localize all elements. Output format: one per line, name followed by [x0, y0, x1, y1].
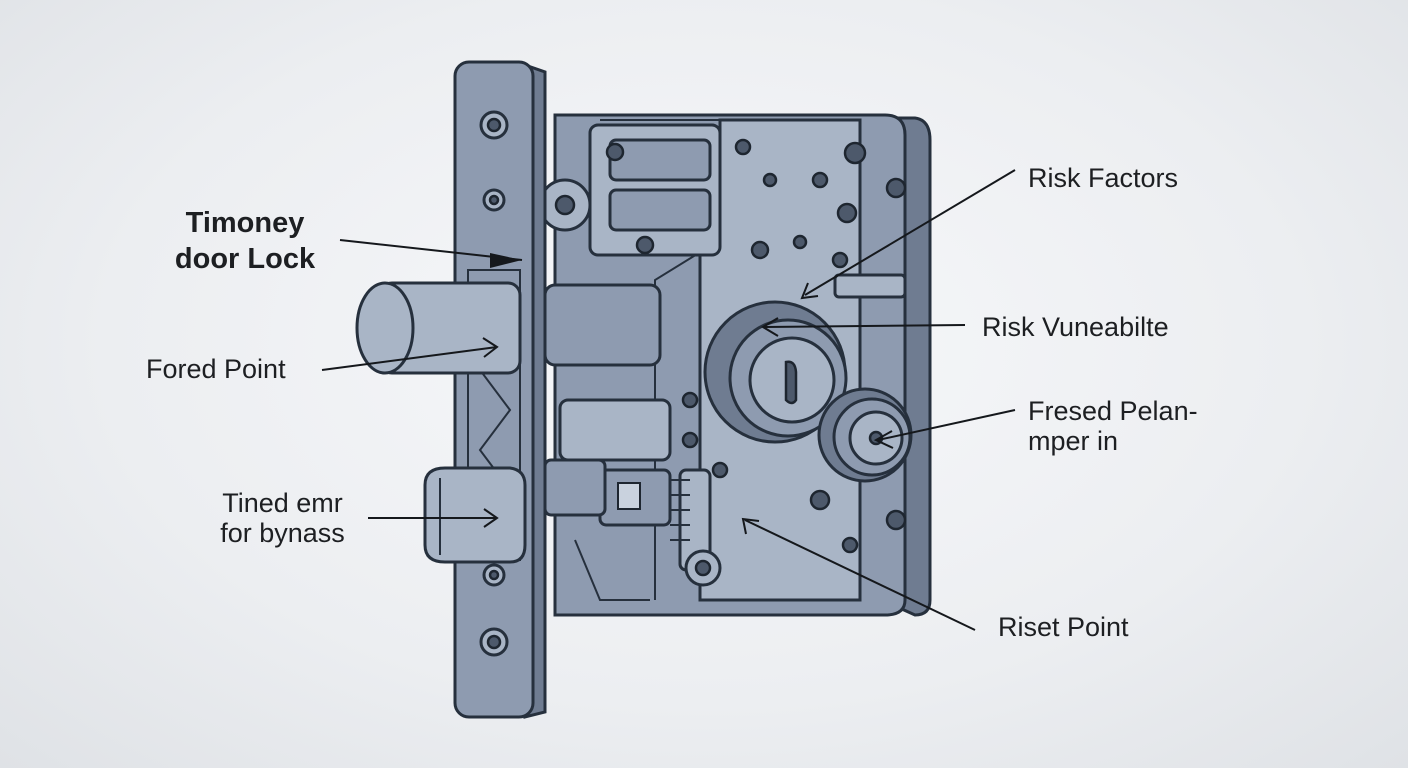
- label-risk-factors: Risk Factors: [1028, 163, 1179, 193]
- fresed-line-1: Fresed Pelan-: [1028, 396, 1198, 426]
- label-fored-point: Fored Point: [146, 354, 286, 384]
- arrow-marker: [741, 517, 760, 535]
- diagram-title: Timoney door Lock: [150, 205, 340, 277]
- tined-line-2: for bynass: [220, 518, 345, 548]
- tined-line-1: Tined emr: [222, 488, 343, 518]
- thumb-cylinder: [817, 387, 913, 483]
- leader-lines: [321, 169, 1016, 631]
- key-cylinder: [703, 300, 848, 444]
- title-line-1: Timoney: [185, 207, 305, 239]
- arrow-marker: [482, 337, 499, 358]
- label-tined-emr: Tined emr for bynass: [195, 488, 370, 548]
- title-line-2: door Lock: [174, 243, 316, 275]
- label-risk-vuneabilte: Risk Vuneabilte: [982, 312, 1169, 342]
- latch-bolt: [355, 281, 662, 375]
- faceplate: [453, 60, 547, 719]
- gear-train: [538, 123, 722, 572]
- deadbolt: [423, 458, 607, 564]
- arrow-marker: [483, 508, 499, 528]
- arrow-marker: [761, 317, 779, 337]
- label-fresed-pelamper: Fresed Pelan- mper in: [1028, 396, 1198, 456]
- arrow-marker: [800, 282, 819, 300]
- label-riset-point: Riset Point: [998, 612, 1129, 642]
- fresed-line-2: mper in: [1028, 426, 1119, 456]
- arrow-marker: [490, 253, 522, 268]
- arrow-marker: [873, 430, 894, 449]
